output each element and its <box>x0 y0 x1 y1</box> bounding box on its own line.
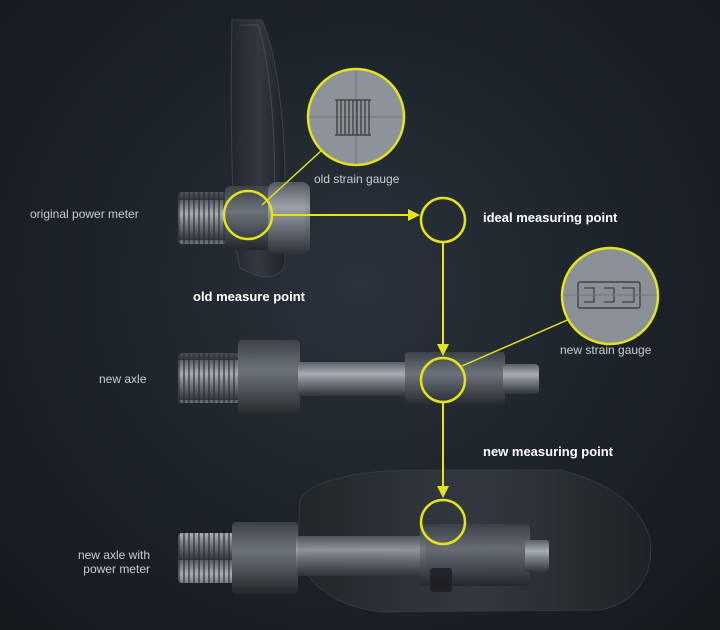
label-ideal-measuring-point: ideal measuring point <box>483 210 618 225</box>
axle-shaft <box>298 362 418 396</box>
old-strain-gauge-callout <box>261 67 406 206</box>
label-old-measure-point: old measure point <box>193 289 305 304</box>
new-axle-illustration <box>178 340 539 416</box>
label-line-2: power meter <box>83 562 150 576</box>
axle-end-cap <box>503 364 539 394</box>
spindle-threads <box>178 192 230 244</box>
strain-gauge-grid-icon <box>336 100 370 135</box>
pm-axle-end <box>525 540 549 572</box>
label-new-axle: new axle <box>99 372 147 386</box>
new-axle-with-power-meter-illustration <box>178 469 652 613</box>
arrow-axle-to-pm <box>437 402 449 498</box>
arrow-head-icon <box>408 209 420 221</box>
axle-threads <box>178 353 240 403</box>
label-new-strain-gauge: new strain gauge <box>560 343 652 357</box>
label-old-strain-gauge: old strain gauge <box>314 172 400 186</box>
label-new-axle-with-power-meter: new axle with power meter <box>60 548 150 576</box>
arrow-ideal-to-axle <box>437 242 449 356</box>
ideal-measuring-point-marker <box>419 196 467 244</box>
original-power-meter-illustration <box>178 19 310 278</box>
label-original-power-meter: original power meter <box>30 207 139 221</box>
arrow-head-icon <box>437 344 449 356</box>
pm-axle-shaft <box>296 536 426 576</box>
label-line-1: new axle with <box>77 548 150 562</box>
new-strain-gauge-callout <box>461 246 660 367</box>
arrow-old-to-ideal <box>272 209 420 221</box>
new-measuring-point-marker <box>419 498 467 546</box>
axle-gauge-section <box>405 352 505 406</box>
label-new-measuring-point: new measuring point <box>483 444 614 459</box>
arrow-head-icon <box>437 486 449 498</box>
pm-axle-threads <box>178 533 236 583</box>
axle-hex-nut <box>238 340 300 416</box>
pm-axle-hex <box>232 522 298 594</box>
